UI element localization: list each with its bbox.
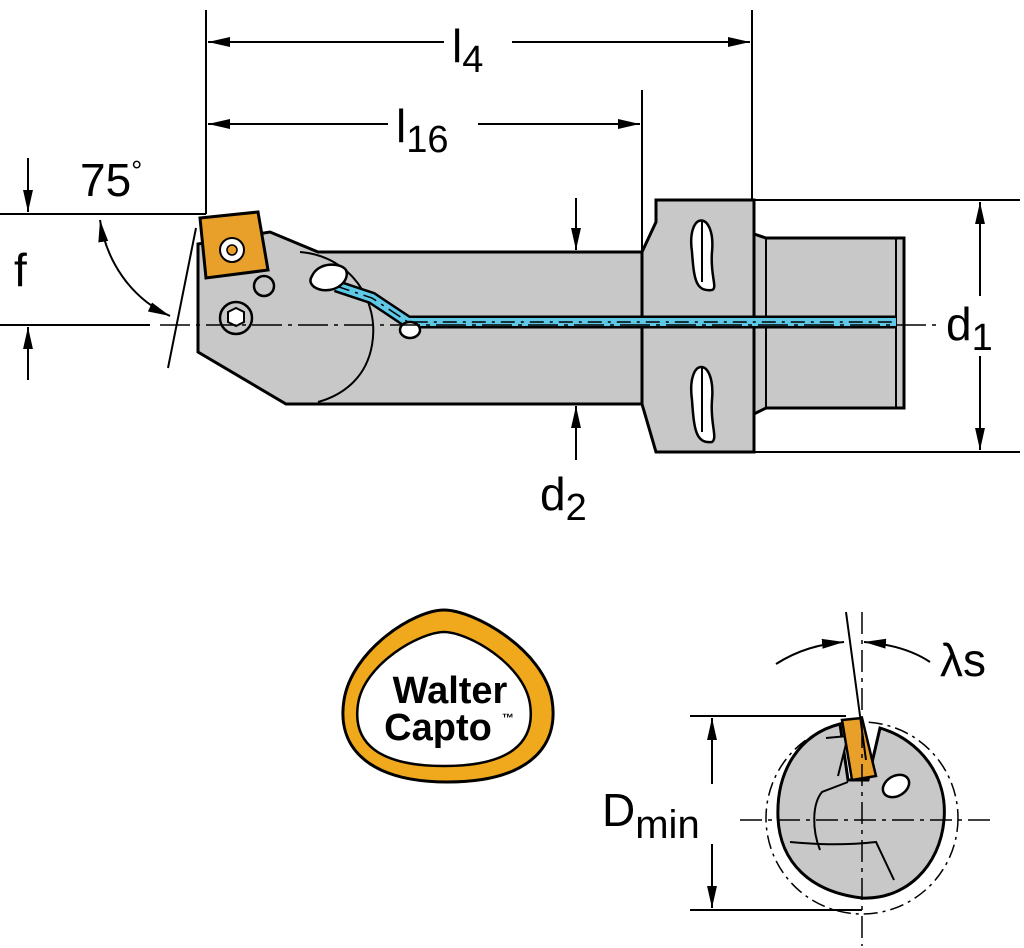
- dim-l16-label: l16: [396, 100, 449, 161]
- flange-slot-top: [689, 219, 716, 292]
- dim-d2-label: d2: [540, 468, 587, 529]
- dim-dmin-label: Dmin: [602, 784, 700, 847]
- cross-hole: [398, 320, 422, 340]
- end-view-hole: [881, 773, 911, 799]
- dim-angle-label: 75°: [80, 154, 142, 206]
- tool-head-neck: [299, 251, 375, 403]
- tool-end-view: [740, 611, 990, 946]
- cutting-insert: [198, 210, 270, 280]
- coolant-channel: [333, 279, 896, 329]
- dim-f-label: f: [14, 244, 27, 296]
- flange-slot-bottom: [689, 366, 716, 444]
- walter-capto-logo: Walter Capto ™: [341, 608, 555, 784]
- clamp-screw: [218, 300, 254, 336]
- dmin-dimension: [690, 715, 862, 911]
- coolant-outlet: [309, 263, 349, 292]
- dimension-lines: [0, 10, 1020, 460]
- dim-l4-label: l4: [452, 20, 483, 81]
- logo-line2: Capto: [384, 707, 492, 749]
- end-view-insert: [840, 716, 878, 782]
- dim-d1-label: d1: [946, 298, 993, 359]
- logo-line1: Walter: [393, 670, 508, 712]
- logo-trademark: ™: [502, 711, 514, 725]
- insert-pin: [252, 274, 276, 298]
- tool-side-view: [160, 198, 940, 454]
- dim-lambda-s-label: λs: [940, 634, 986, 686]
- end-view-body: [776, 722, 946, 900]
